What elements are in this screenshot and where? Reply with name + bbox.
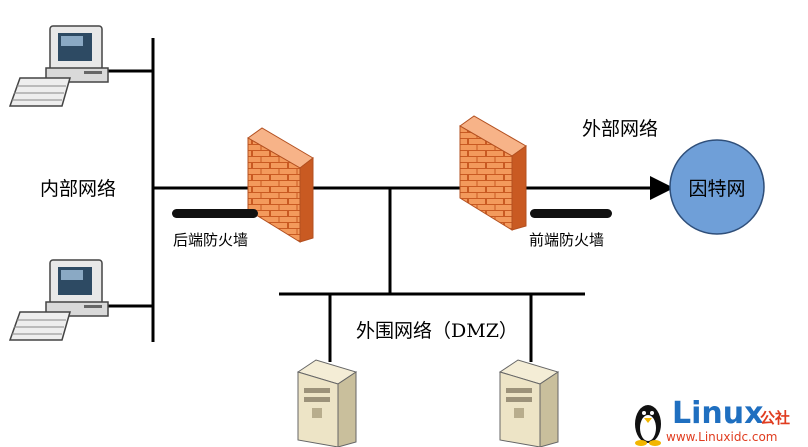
- watermark-brand: Linux: [672, 396, 764, 431]
- network-links: [100, 38, 674, 362]
- computer-icon: [8, 259, 109, 341]
- internal-network-label: 内部网络: [40, 178, 117, 200]
- internet-label: 因特网: [688, 178, 746, 200]
- firewall-icon: [459, 115, 527, 231]
- penguin-icon: [635, 405, 661, 446]
- computer-icon: [8, 25, 109, 107]
- redaction-mark: [530, 209, 612, 218]
- server-icon: [498, 359, 560, 447]
- external-network-label: 外部网络: [582, 118, 659, 140]
- dmz-label: 外围网络（DMZ）: [356, 320, 518, 342]
- cloud-circle-icon: [669, 139, 765, 235]
- watermark: Linux 公社 www.Linuxidc.com: [628, 396, 806, 446]
- redaction-mark: [172, 209, 258, 218]
- back-firewall-label: 后端防火墙: [173, 231, 249, 249]
- watermark-url: www.Linuxidc.com: [666, 430, 778, 444]
- firewall-icon: [247, 127, 314, 243]
- front-firewall-label: 前端防火墙: [529, 231, 605, 249]
- watermark-suffix: 公社: [760, 409, 791, 427]
- server-icon: [296, 359, 358, 447]
